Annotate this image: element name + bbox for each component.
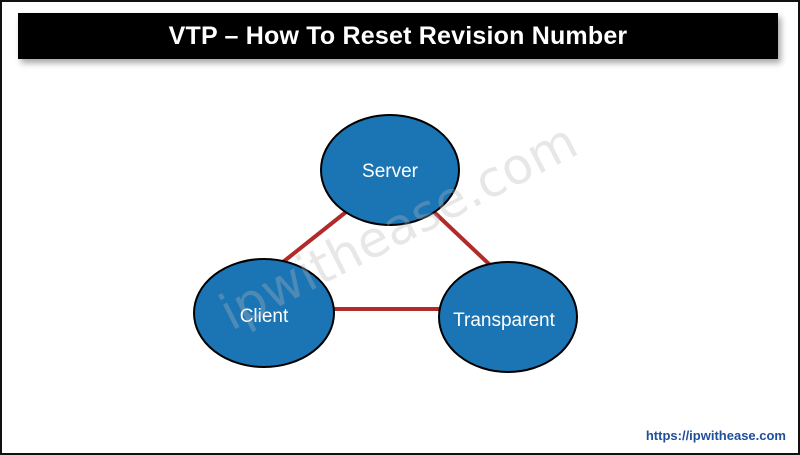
edge-server-client (281, 210, 348, 264)
node-server-label: Server (362, 161, 419, 182)
node-client-shape (193, 258, 335, 368)
title-banner: VTP – How To Reset Revision Number (18, 13, 778, 59)
footer-url-link[interactable]: https://ipwithease.com (645, 428, 786, 443)
page-title: VTP – How To Reset Revision Number (168, 21, 628, 50)
node-transparent: Transparent (438, 261, 578, 373)
node-server-shape (320, 114, 460, 226)
node-server: Server (320, 114, 460, 226)
node-client-label: Client (240, 306, 289, 327)
node-transparent-label: Transparent (453, 310, 555, 331)
edge-server-transparent (432, 210, 492, 267)
node-client: Client (193, 258, 335, 368)
node-transparent-shape (438, 261, 578, 373)
